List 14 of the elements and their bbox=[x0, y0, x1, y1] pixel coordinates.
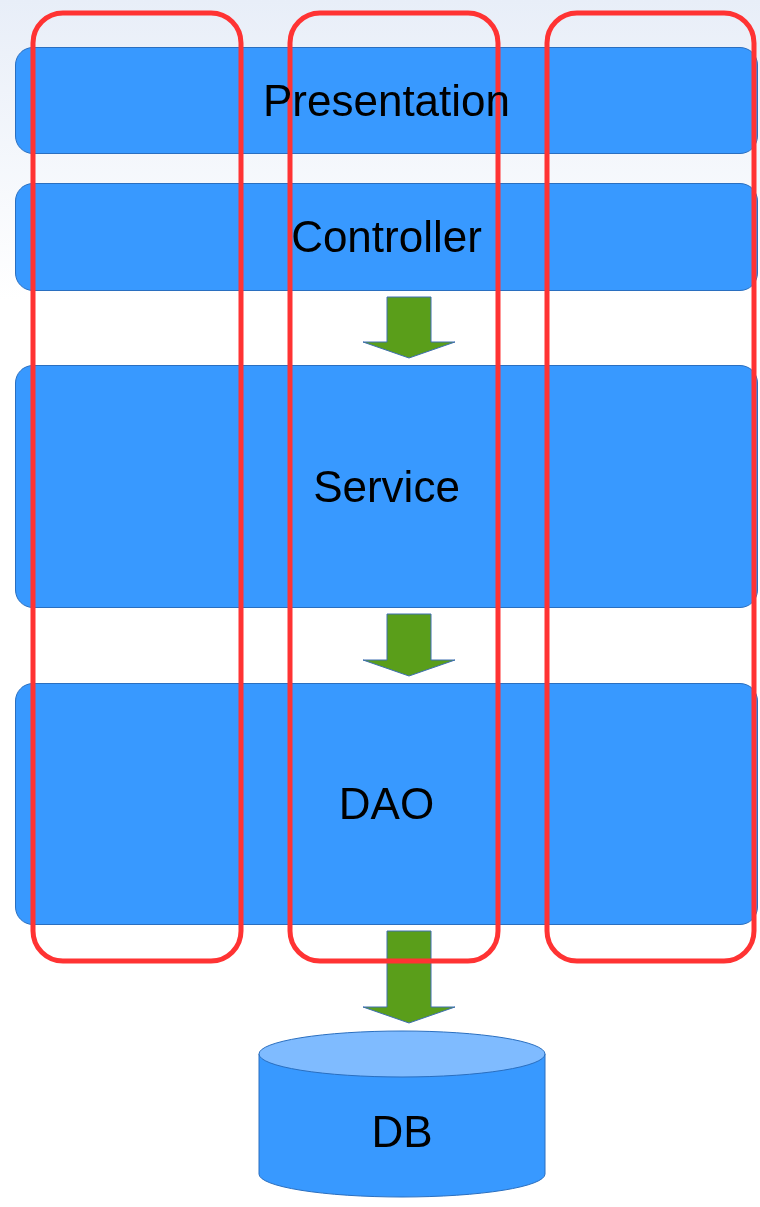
layer-label: DB bbox=[371, 1107, 433, 1157]
layer-label: Service bbox=[313, 461, 460, 512]
layer-band bbox=[15, 683, 758, 925]
block-arrow bbox=[362, 296, 456, 359]
layer-label: DAO bbox=[338, 779, 435, 829]
block-arrow bbox=[362, 930, 456, 1024]
block-arrow bbox=[362, 613, 456, 677]
layer-band bbox=[15, 365, 758, 608]
layer-band bbox=[15, 47, 758, 154]
layer-band bbox=[15, 183, 758, 291]
database-cylinder bbox=[258, 1030, 546, 1198]
slice-outline bbox=[544, 10, 757, 964]
slice-outline bbox=[30, 10, 244, 964]
layer-label: Controller bbox=[291, 212, 482, 262]
